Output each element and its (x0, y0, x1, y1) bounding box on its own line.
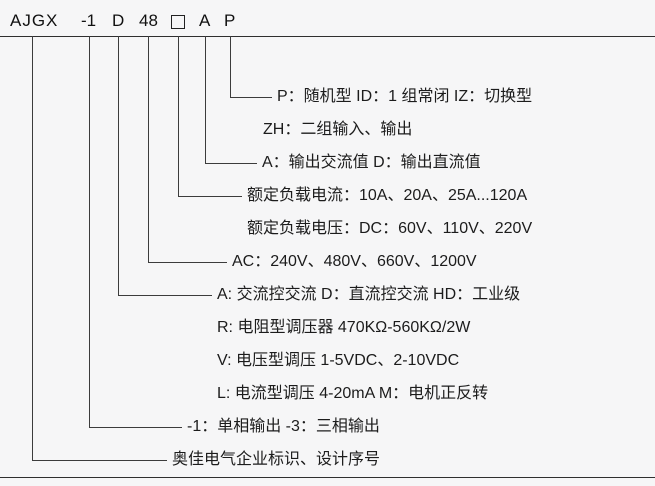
connector-voltage-vertical (148, 36, 149, 262)
legend-row-control-r: R: 电阻型调压器 470KΩ-560KΩ/2W (217, 319, 471, 336)
code-brand: AJGX (10, 11, 59, 30)
legend-row-control: A: 交流控交流 D：直流控交流 HD：工业级 (217, 286, 521, 303)
code-phase: -1 (81, 11, 97, 30)
connector-type-vertical (230, 36, 231, 97)
code-voltage: 48 (139, 11, 158, 30)
connector-control-horizontal (118, 295, 212, 296)
connector-phase-horizontal (89, 427, 182, 428)
connector-type-horizontal (230, 97, 272, 98)
legend-row-type: P：随机型 ID：1 组常闭 IZ：切换型 (277, 88, 533, 105)
code-type: P (224, 11, 236, 30)
current-placeholder-box-icon (171, 15, 185, 29)
connector-brand-horizontal (32, 460, 167, 461)
connector-brand-vertical (32, 36, 33, 460)
connector-output-horizontal (205, 163, 257, 164)
legend-row-phase: -1：单相输出 -3：三相输出 (187, 418, 380, 435)
code-output: A (199, 11, 211, 30)
bottom-rule (0, 477, 655, 478)
legend-row-voltage-dc: 额定负载电压：DC：60V、110V、220V (247, 220, 533, 237)
legend-row-current: 额定负载电流：10A、20A、25A...120A (247, 187, 528, 204)
legend-row-type-cont: ZH：二组输入、输出 (263, 121, 413, 138)
connector-current-horizontal (178, 196, 242, 197)
connector-control-vertical (118, 36, 119, 295)
top-rule (0, 36, 655, 37)
connector-output-vertical (205, 36, 206, 163)
legend-row-control-l: L: 电流型调压 4-20mA M：电机正反转 (217, 385, 489, 402)
connector-voltage-horizontal (148, 262, 227, 263)
connector-phase-vertical (89, 36, 90, 427)
connector-current-vertical (178, 36, 179, 196)
legend-row-control-v: V: 电压型调压 1-5VDC、2-10VDC (217, 352, 460, 369)
legend-row-brand: 奥佳电气企业标识、设计序号 (172, 451, 381, 468)
code-control: D (112, 11, 125, 30)
legend-row-voltage-ac: AC：240V、480V、660V、1200V (232, 253, 477, 270)
legend-row-output: A：输出交流值 D：输出直流值 (262, 154, 481, 171)
